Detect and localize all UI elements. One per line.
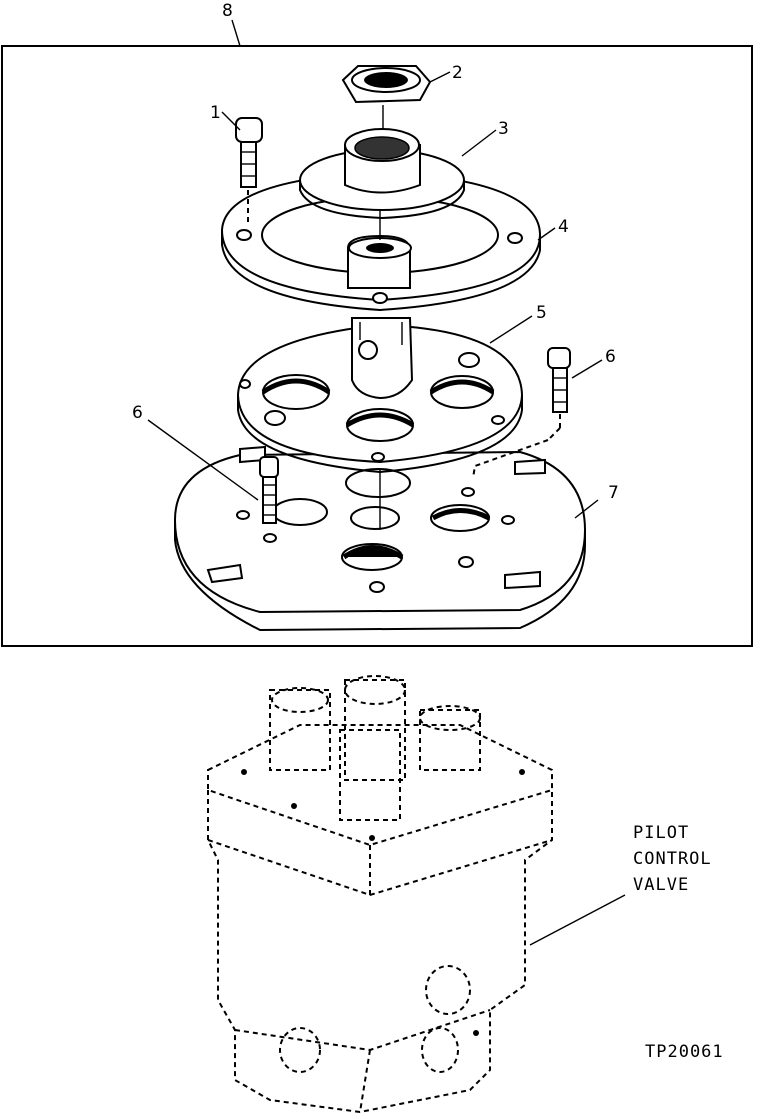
callout-1: 1 [210, 103, 221, 123]
leader-8 [231, 19, 241, 47]
leader-3 [461, 129, 497, 157]
leader-1 [221, 111, 241, 131]
nut-part-2 [341, 65, 432, 130]
leader-6-right [571, 359, 603, 379]
leader-4 [537, 227, 556, 241]
pilot-control-valve [207, 675, 553, 1114]
leader-2 [429, 71, 451, 83]
callout-2: 2 [452, 63, 463, 83]
detail-frame [1, 45, 753, 647]
plunger-stem [347, 200, 412, 289]
valve-label-line-2: CONTROL [633, 849, 712, 869]
base-plate-part-7 [173, 445, 587, 632]
cap-screw-part-1 [235, 117, 263, 225]
valve-label-line-1: PILOT [633, 823, 689, 843]
callout-6-right: 6 [605, 347, 616, 367]
seal-plate-part-3 [299, 128, 465, 220]
callout-7: 7 [608, 483, 619, 503]
callout-8: 8 [222, 1, 233, 21]
leader-5 [489, 315, 533, 344]
leader-6-left [147, 419, 259, 501]
leader-valve [529, 894, 626, 946]
cap-screw-part-6-left [259, 456, 279, 524]
leader-7 [574, 499, 599, 519]
callout-5: 5 [536, 303, 547, 323]
callout-6-left: 6 [132, 403, 143, 423]
cap-screw-part-6-right [472, 347, 571, 479]
universal-joint [351, 317, 414, 400]
figure-id: TP20061 [645, 1042, 724, 1062]
valve-label-line-3: VALVE [633, 875, 689, 895]
callout-3: 3 [498, 119, 509, 139]
callout-4: 4 [558, 217, 569, 237]
